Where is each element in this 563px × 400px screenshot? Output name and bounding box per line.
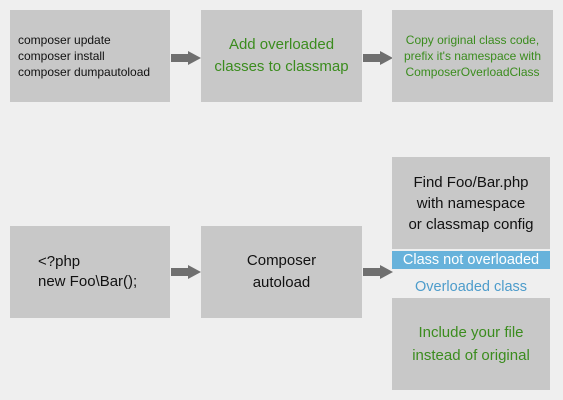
code-line-new-instance: new Foo\Bar(); <box>38 273 138 290</box>
composer-commands-box: composer update composer install compose… <box>10 10 170 102</box>
class-not-overloaded-label: Class not overloaded <box>392 251 550 269</box>
arrow-right-icon <box>363 265 393 279</box>
autoload-line-1: Composer <box>246 252 317 269</box>
include-step-line-1: Include your file <box>418 324 524 341</box>
find-step-line-2: with namespace <box>416 194 526 212</box>
copy-class-box: Copy original class code, prefix it's na… <box>392 10 553 102</box>
copy-step-line-2: prefix it's namespace with <box>403 49 541 63</box>
copy-step-line-1: Copy original class code, <box>405 33 540 47</box>
overloaded-class-label: Overloaded class <box>414 279 528 295</box>
include-file-box: Include your file instead of original <box>392 298 550 390</box>
add-step-line-2: classes to classmap <box>214 58 349 75</box>
php-code-box: <?php new Foo\Bar(); <box>10 226 170 318</box>
code-line-php-tag: <?php <box>38 253 81 270</box>
command-update: composer update <box>18 33 111 47</box>
copy-step-line-3: ComposerOverloadClass <box>405 65 540 79</box>
find-step-line-3: or classmap config <box>408 215 534 233</box>
command-dumpautoload: composer dumpautoload <box>18 65 151 79</box>
arrow-right-icon <box>171 265 201 279</box>
find-file-box: Find Foo/Bar.php with namespace or class… <box>392 157 550 249</box>
composer-autoload-box: Composer autoload <box>201 226 362 318</box>
include-step-line-2: instead of original <box>412 347 530 364</box>
add-classmap-box: Add overloaded classes to classmap <box>201 10 362 102</box>
add-step-line-1: Add overloaded <box>228 36 335 53</box>
find-step-line-1: Find Foo/Bar.php <box>413 173 529 191</box>
command-install: composer install <box>18 49 105 63</box>
autoload-line-2: autoload <box>252 274 311 291</box>
arrow-right-icon <box>171 51 201 65</box>
arrow-right-icon <box>363 51 393 65</box>
